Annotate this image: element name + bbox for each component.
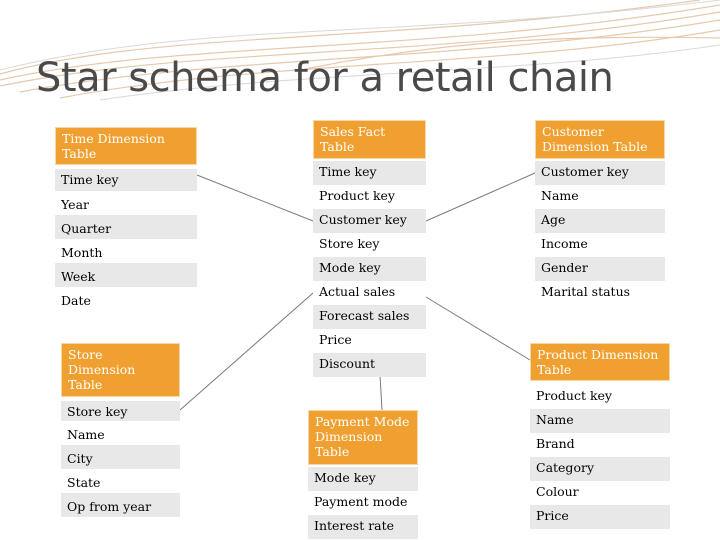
customer-dimension-table: Customer Dimension Table Customer key Na… xyxy=(535,120,665,305)
table-row: Colour xyxy=(530,481,670,505)
sales-fact-header: Sales Fact Table xyxy=(313,120,426,159)
table-row: Forecast sales xyxy=(313,305,426,329)
page-title: Star schema for a retail chain xyxy=(36,55,614,101)
product-dimension-header: Product Dimension Table xyxy=(530,343,670,381)
connector-store-sales xyxy=(179,292,314,411)
table-row: Name xyxy=(61,421,180,445)
product-dimension-table: Product Dimension Table Product key Name… xyxy=(530,343,670,529)
table-row: Mode key xyxy=(313,257,426,281)
time-dimension-table: Time Dimension Table Time key Year Quart… xyxy=(55,127,197,311)
table-row: Store key xyxy=(313,233,426,257)
table-row: Gender xyxy=(535,257,665,281)
table-row: Product key xyxy=(313,185,426,209)
payment-mode-dimension-table: Payment Mode Dimension Table Mode key Pa… xyxy=(308,410,418,539)
connector-sales-product xyxy=(425,296,531,361)
time-dimension-header: Time Dimension Table xyxy=(55,127,197,165)
table-row: Discount xyxy=(313,353,426,377)
table-row: Time key xyxy=(313,161,426,185)
store-dimension-table: Store Dimension Table Store key Name Cit… xyxy=(61,343,180,517)
table-row: State xyxy=(61,469,180,493)
table-row: Name xyxy=(530,409,670,433)
table-row: Customer key xyxy=(535,161,665,185)
table-row: Mode key xyxy=(308,467,418,491)
table-row: Week xyxy=(55,263,197,287)
table-row: Category xyxy=(530,457,670,481)
table-row: Income xyxy=(535,233,665,257)
table-row: City xyxy=(61,445,180,469)
table-row: Actual sales xyxy=(313,281,426,305)
table-row: Interest rate xyxy=(308,515,418,539)
table-row: Customer key xyxy=(313,209,426,233)
table-row: Age xyxy=(535,209,665,233)
table-row: Name xyxy=(535,185,665,209)
sales-fact-table: Sales Fact Table Time key Product key Cu… xyxy=(313,120,426,377)
customer-dimension-header: Customer Dimension Table xyxy=(535,120,665,159)
table-row: Op from year xyxy=(61,493,180,517)
table-row: Marital status xyxy=(535,281,665,305)
table-row: Price xyxy=(530,505,670,529)
payment-mode-dimension-header: Payment Mode Dimension Table xyxy=(308,410,418,465)
table-row: Month xyxy=(55,239,197,263)
connector-time-sales xyxy=(196,174,314,222)
table-row: Quarter xyxy=(55,215,197,239)
store-dimension-header: Store Dimension Table xyxy=(61,343,180,397)
table-row: Store key xyxy=(61,401,180,421)
table-row: Price xyxy=(313,329,426,353)
table-row: Year xyxy=(55,191,197,215)
table-row: Product key xyxy=(530,383,670,407)
table-row: Date xyxy=(55,287,197,311)
table-row: Payment mode xyxy=(308,491,418,515)
table-row: Time key xyxy=(55,169,197,191)
table-row: Brand xyxy=(530,433,670,457)
decorative-curves xyxy=(0,0,720,101)
connector-sales-customer xyxy=(425,172,536,222)
connector-sales-payment xyxy=(379,374,383,411)
